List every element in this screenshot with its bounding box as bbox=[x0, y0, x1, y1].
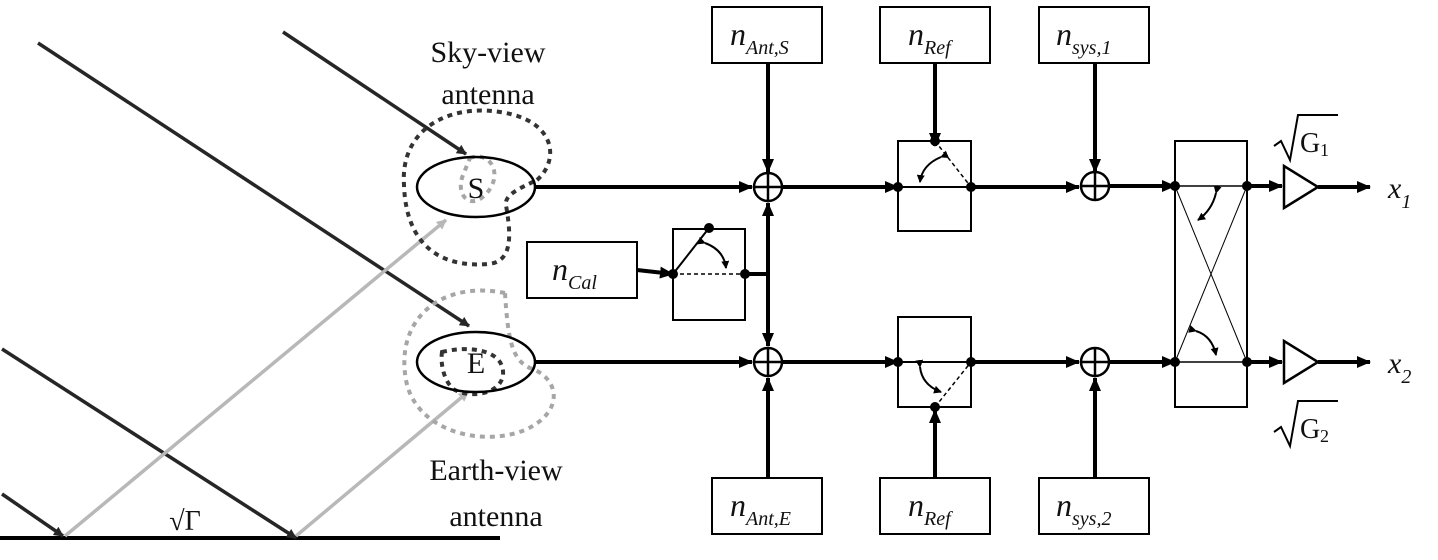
ray-sky-top bbox=[282, 30, 467, 156]
earth-antenna-symbol: E bbox=[467, 347, 485, 380]
earth-antenna-pattern-dark bbox=[439, 347, 506, 397]
gain-label-g2: G 2 bbox=[1273, 400, 1338, 450]
noise-box-sys-2: nsys,2 bbox=[1038, 477, 1150, 535]
sky-antenna-title-line1: Sky-view bbox=[431, 36, 546, 69]
amplifier-2 bbox=[1282, 338, 1321, 386]
earth-antenna-title-line1: Earth-view bbox=[429, 454, 563, 487]
sum-junction-sys-2 bbox=[1079, 346, 1111, 378]
gain-g1-sub: 1 bbox=[1320, 140, 1329, 160]
svg-text:nsys,1: nsys,1 bbox=[1056, 16, 1111, 59]
svg-text:nAnt,E: nAnt,E bbox=[730, 487, 791, 530]
incident-rays bbox=[1, 30, 470, 540]
svg-text:nCal: nCal bbox=[552, 251, 597, 294]
reference-switch-top bbox=[893, 136, 976, 232]
reflection-coefficient-label: √Γ bbox=[169, 506, 201, 537]
hybrid-coupler bbox=[1170, 140, 1252, 408]
gain-label-g1: G 1 bbox=[1273, 114, 1338, 164]
path-cal-to-switch bbox=[636, 266, 674, 279]
reflected-ray-to-sky bbox=[63, 218, 448, 538]
output-x2: x2 bbox=[1387, 347, 1411, 388]
noise-box-sys-1: nsys,1 bbox=[1038, 6, 1150, 64]
ray-ground-short bbox=[1, 492, 64, 538]
earth-antenna-title-line2: antenna bbox=[449, 500, 542, 533]
amplifier-1 bbox=[1282, 163, 1321, 211]
sum-junction-ant-s bbox=[752, 171, 784, 203]
svg-text:nRef: nRef bbox=[908, 487, 953, 530]
noise-box-ref-bottom: nRef bbox=[879, 477, 991, 535]
reflected-rays bbox=[63, 218, 470, 538]
signal-paths bbox=[535, 63, 1371, 478]
sky-antenna-pattern-light bbox=[458, 154, 497, 204]
summing-junctions bbox=[752, 170, 1111, 378]
noise-box-ref-top: nRef bbox=[879, 6, 991, 64]
reflected-ray-to-earth bbox=[294, 390, 470, 538]
ray-earth-direct bbox=[37, 41, 470, 328]
reference-switch-bottom bbox=[893, 316, 976, 412]
sky-antenna-symbol: S bbox=[468, 172, 485, 205]
ray-ground-long bbox=[1, 347, 297, 540]
noise-box-ant-s: nAnt,S bbox=[711, 6, 823, 64]
svg-text:nsys,2: nsys,2 bbox=[1056, 487, 1111, 530]
sum-junction-ant-e bbox=[752, 346, 784, 378]
sky-antenna-title-line2: antenna bbox=[441, 78, 534, 111]
svg-text:nAnt,S: nAnt,S bbox=[730, 16, 789, 59]
sum-junction-sys-1 bbox=[1079, 170, 1111, 202]
earth-antenna-pattern-light bbox=[402, 288, 556, 439]
gain-g2-sub: 2 bbox=[1320, 426, 1329, 446]
noise-box-ant-e: nAnt,E bbox=[711, 477, 823, 535]
output-x1: x1 bbox=[1387, 172, 1411, 213]
gain-g2-text: G bbox=[1300, 414, 1320, 445]
calibration-switch bbox=[668, 223, 750, 321]
svg-text:nRef: nRef bbox=[908, 16, 953, 59]
gain-g1-text: G bbox=[1300, 128, 1320, 159]
noise-box-cal: nCal bbox=[526, 241, 638, 299]
